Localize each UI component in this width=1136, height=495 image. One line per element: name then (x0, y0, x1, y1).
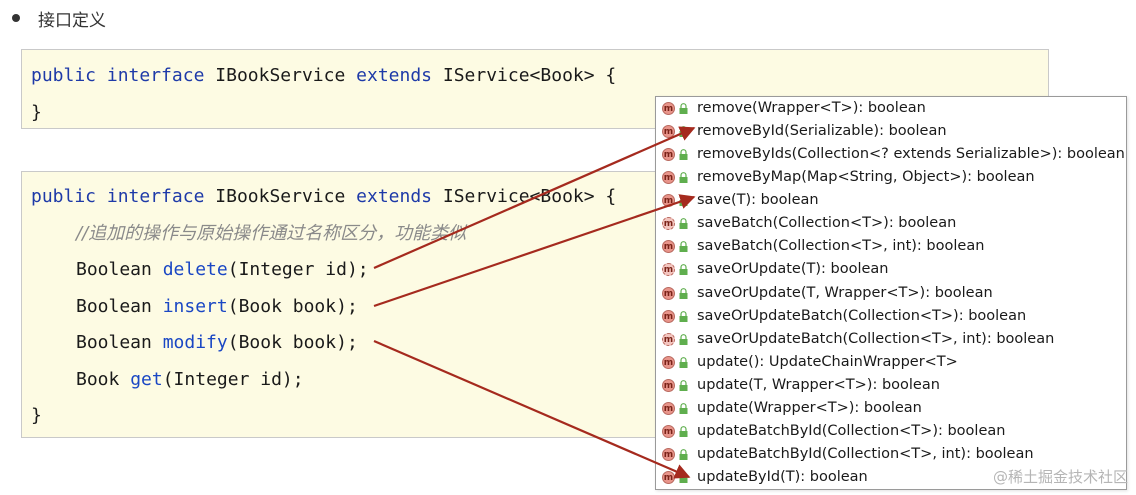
completion-item[interactable]: m update(Wrapper<T>): boolean (662, 397, 1124, 419)
completion-item-label: updateById(T): boolean (697, 469, 868, 485)
completion-item-label: saveOrUpdateBatch(Collection<T>, int): b… (697, 331, 1055, 347)
lock-icon (679, 240, 688, 252)
lock-icon (679, 194, 688, 206)
section-title: 接口定义 (38, 10, 106, 31)
method-declaration-insert: Boolean insert(Book book); (76, 296, 358, 317)
completion-item[interactable]: m updateBatchById(Collection<T>): boolean (662, 420, 1124, 442)
completion-item-label: updateBatchById(Collection<T>, int): boo… (697, 446, 1034, 462)
abstract-method-icon: m (662, 262, 675, 276)
watermark: @稀土掘金技术社区 (992, 468, 1128, 486)
completion-item[interactable]: m save(T): boolean (662, 189, 1124, 211)
abstract-method-icon: m (662, 332, 675, 346)
lock-icon (679, 310, 688, 322)
completion-item[interactable]: m saveBatch(Collection<T>, int): boolean (662, 235, 1124, 257)
lock-icon (679, 102, 688, 114)
completion-item[interactable]: m remove(Wrapper<T>): boolean (662, 97, 1124, 119)
method-icon: m (662, 447, 675, 461)
method-icon: m (662, 378, 675, 392)
completion-item-label: save(T): boolean (697, 192, 819, 208)
lock-icon (679, 402, 688, 414)
lock-icon (679, 125, 688, 137)
completion-item-label: updateBatchById(Collection<T>): boolean (697, 423, 1006, 439)
lock-icon (679, 333, 688, 345)
method-icon: m (662, 470, 675, 484)
completion-item[interactable]: m removeByMap(Map<String, Object>): boole… (662, 166, 1124, 188)
method-declaration-modify: Boolean modify(Book book); (76, 332, 358, 353)
method-icon: m (662, 124, 675, 138)
lock-icon (679, 148, 688, 160)
completion-item-label: saveOrUpdate(T, Wrapper<T>): boolean (697, 285, 993, 301)
completion-item-label: saveOrUpdateBatch(Collection<T>): boolea… (697, 308, 1027, 324)
section-heading: 接口定义 (8, 4, 106, 32)
code-line: public interface IBookService extends IS… (31, 65, 617, 86)
method-icon: m (662, 147, 675, 161)
method-declaration-get: Book get(Integer id); (76, 369, 304, 390)
completion-item-label: removeByIds(Collection<? extends Seriali… (697, 146, 1125, 162)
lock-icon (679, 448, 688, 460)
completion-item[interactable]: m saveOrUpdate(T): boolean (662, 258, 1124, 280)
abstract-method-icon: m (662, 216, 675, 230)
lock-icon (679, 471, 688, 483)
code-line: } (31, 405, 42, 426)
completion-item-label: remove(Wrapper<T>): boolean (697, 100, 926, 116)
completion-item-label: saveBatch(Collection<T>): boolean (697, 215, 957, 231)
lock-icon (679, 171, 688, 183)
method-icon: m (662, 193, 675, 207)
lock-icon (679, 287, 688, 299)
completion-item[interactable]: m updateBatchById(Collection<T>, int): bo… (662, 443, 1124, 465)
lock-icon (679, 263, 688, 275)
completion-item[interactable]: m saveOrUpdate(T, Wrapper<T>): boolean (662, 282, 1124, 304)
method-icon: m (662, 424, 675, 438)
method-icon: m (662, 286, 675, 300)
method-icon: m (662, 101, 675, 115)
completion-item-label: saveOrUpdate(T): boolean (697, 261, 889, 277)
method-icon: m (662, 239, 675, 253)
lock-icon (679, 217, 688, 229)
completion-item-label: removeByMap(Map<String, Object>): boolea… (697, 169, 1035, 185)
bullet-icon (12, 14, 20, 22)
completion-item[interactable]: m update(T, Wrapper<T>): boolean (662, 374, 1124, 396)
code-block-interface: public interface IBookService extends IS… (21, 49, 1049, 129)
code-line: public interface IBookService extends IS… (31, 186, 617, 207)
completion-item[interactable]: m removeById(Serializable): boolean (662, 120, 1124, 142)
code-comment: //追加的操作与原始操作通过名称区分，功能类似 (76, 223, 467, 244)
completion-item[interactable]: m update(): UpdateChainWrapper<T> (662, 351, 1124, 373)
completion-item-label: update(T, Wrapper<T>): boolean (697, 377, 940, 393)
completion-item[interactable]: m saveOrUpdateBatch(Collection<T>): boole… (662, 305, 1124, 327)
completion-item[interactable]: m removeByIds(Collection<? extends Serial… (662, 143, 1125, 165)
lock-icon (679, 425, 688, 437)
completion-item[interactable]: m saveOrUpdateBatch(Collection<T>, int): … (662, 328, 1124, 350)
lock-icon (679, 379, 688, 391)
completion-item[interactable]: m saveBatch(Collection<T>): boolean (662, 212, 1124, 234)
code-line: } (31, 102, 42, 123)
method-icon: m (662, 401, 675, 415)
lock-icon (679, 356, 688, 368)
completion-item-label: update(Wrapper<T>): boolean (697, 400, 922, 416)
code-completion-popup: m remove(Wrapper<T>): boolean m removeById… (655, 96, 1127, 490)
completion-item-label: update(): UpdateChainWrapper<T> (697, 354, 958, 370)
method-icon: m (662, 355, 675, 369)
method-icon: m (662, 170, 675, 184)
completion-item-label: removeById(Serializable): boolean (697, 123, 947, 139)
completion-item-label: saveBatch(Collection<T>, int): boolean (697, 238, 985, 254)
method-declaration-delete: Boolean delete(Integer id); (76, 259, 369, 280)
method-icon: m (662, 309, 675, 323)
